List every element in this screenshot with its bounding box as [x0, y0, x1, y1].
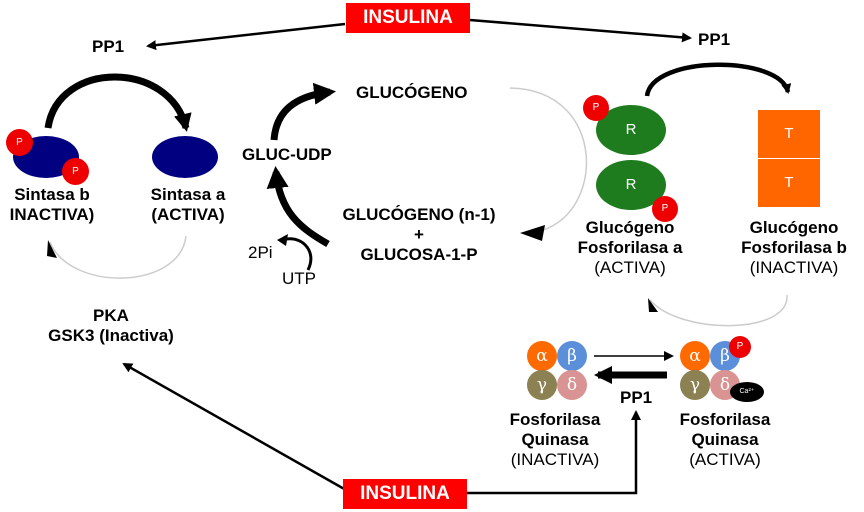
phosphorylase-a-line2: Fosforilasa a	[577, 238, 683, 258]
phosphorylase-b-subunit-top: T	[758, 110, 820, 159]
arrow-phosphorylase-activation	[649, 294, 788, 327]
phosphorylase-b-line2: Fosforilasa b	[741, 238, 847, 258]
phosphorylase-a-label: Glucógeno Fosforilasa a (ACTIVA)	[566, 218, 694, 278]
synthase-b-name: Sintasa b	[14, 185, 90, 204]
synthase-b-label: Sintasa b INACTIVA)	[0, 185, 108, 225]
phosphorylase-b-label: Glucógeno Fosforilasa b (INACTIVA)	[726, 218, 862, 278]
gluc-udp-label: GLUC-UDP	[242, 145, 332, 164]
insulina-bottom-badge: INSULINA	[343, 479, 467, 509]
synthase-a-state: (ACTIVA)	[151, 205, 225, 225]
arrow-synthase-inactivation	[49, 235, 187, 279]
synthase-b-phospho-1: P	[6, 129, 33, 156]
glucose-1p-label: GLUCOSA-1-P	[360, 245, 478, 265]
phosphorylase-b-state: (INACTIVA)	[749, 258, 839, 278]
phosphorylase-b-subunit-bottom: T	[758, 159, 820, 207]
phosphorylase-a-phospho-1: P	[583, 95, 609, 121]
phosphorylase-a-phospho-2: P	[652, 196, 678, 222]
synthase-b-phospho-2: P	[62, 158, 89, 185]
arrow-phosphorylase-activation-head	[648, 298, 658, 312]
kinase-active-alpha: α	[680, 341, 710, 371]
synthase-a-name: Sintasa a	[150, 185, 226, 204]
synthase-b-state: INACTIVA)	[9, 205, 95, 225]
arrow-udp-formation	[266, 166, 330, 248]
regulators-label: PKA GSK3 (Inactiva)	[26, 306, 196, 346]
two-pi-label: 2Pi	[248, 243, 273, 262]
phosphorylase-a-subunit-bottom: R	[596, 160, 666, 210]
kinase-active-gamma: γ	[680, 370, 710, 400]
arrow-insulina-to-pp1-kinase	[466, 410, 641, 495]
phosphorylase-a-state: (ACTIVA)	[594, 258, 666, 278]
pp1-kinase-label: PP1	[620, 388, 653, 407]
glycogen-label: GLUCÓGENO	[356, 83, 468, 102]
phosphorylase-a-line1: Glucógeno	[585, 218, 675, 237]
kinase-inactive-line1: Fosforilasa	[509, 410, 601, 429]
glycogen-n1-block: GLUCÓGENO (n-1) + GLUCOSA-1-P	[316, 205, 522, 265]
arrow-insulina-to-pp1-left	[146, 22, 346, 51]
kinase-inactive-alpha: α	[527, 341, 557, 371]
insulina-top-badge: INSULINA	[346, 3, 470, 33]
kinase-inactive-line2: Quinasa	[521, 430, 589, 450]
arrow-synthase-activation	[44, 73, 192, 132]
kinase-inactive-state: (INACTIVA)	[510, 450, 600, 470]
pp1-left-label: PP1	[92, 37, 125, 56]
arrow-insulina-to-pp1-right	[469, 18, 692, 43]
kinase-active-line2: Quinasa	[691, 430, 759, 450]
glycogen-n1-label: GLUCÓGENO (n-1)	[342, 205, 496, 224]
synthase-a-label: Sintasa a (ACTIVA)	[136, 185, 240, 225]
arrow-glycogenolysis	[509, 87, 588, 233]
kinase-active-label: Fosforilasa Quinasa (ACTIVA)	[660, 410, 790, 470]
kinase-active-line1: Fosforilasa	[679, 410, 771, 429]
arrow-utp-2pi-head	[277, 234, 288, 246]
synthase-a-shape	[152, 136, 218, 178]
utp-label: UTP	[282, 269, 316, 288]
kinase-inactive-gamma: γ	[527, 370, 557, 400]
phosphorylase-b-line1: Glucógeno	[749, 218, 839, 237]
kinase-inactive-delta: δ	[557, 370, 587, 400]
plus-label: +	[414, 225, 424, 245]
arrow-phosphorylase-inactivation	[644, 62, 792, 97]
gsk3-label: GSK3 (Inactiva)	[48, 326, 174, 346]
arrow-insulina-to-gsk3	[122, 362, 347, 492]
kinase-calcium-ion: Ca²⁺	[730, 382, 764, 402]
pp1-right-label: PP1	[698, 30, 731, 49]
kinase-active-phospho: P	[729, 336, 751, 358]
kinase-inactive-label: Fosforilasa Quinasa (INACTIVA)	[490, 410, 620, 470]
arrow-synthase-inactivation-head	[47, 240, 57, 258]
arrow-glycogenolysis-head	[520, 225, 545, 241]
kinase-inactive-beta: β	[557, 341, 587, 371]
kinase-active-state: (ACTIVA)	[689, 450, 761, 470]
arrow-glycogen-synthesis	[270, 82, 336, 141]
pka-label: PKA	[93, 306, 129, 325]
